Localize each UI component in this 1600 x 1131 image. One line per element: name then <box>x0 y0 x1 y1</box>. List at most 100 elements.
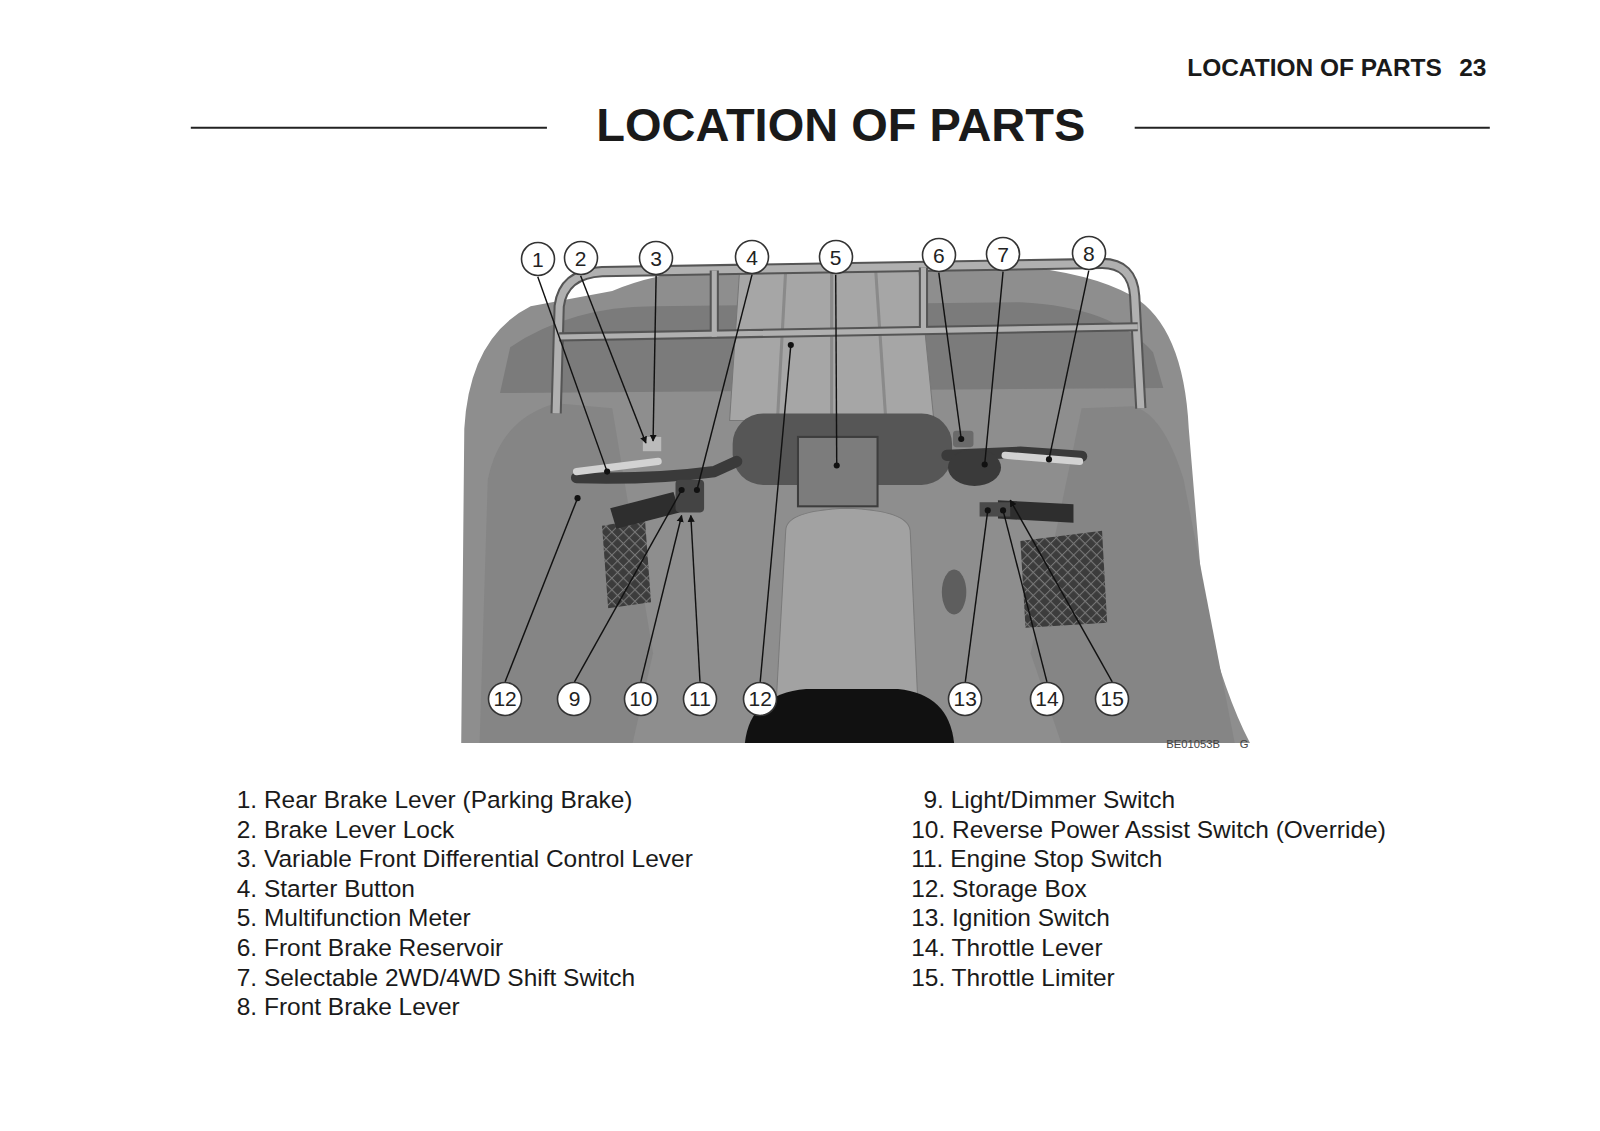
page-number: 23 <box>1459 56 1486 80</box>
callout-circle: 12 <box>487 681 523 717</box>
parts-list-item: 6. Front Brake Reservoir <box>237 936 504 960</box>
callout-number: 6 <box>921 237 957 273</box>
atv-body <box>461 263 1250 743</box>
leader-line <box>653 276 656 441</box>
rack-tube <box>556 263 1141 413</box>
callout-number: 14 <box>1029 681 1065 717</box>
rack-crossbar <box>559 268 1138 337</box>
callout-circle: 1 <box>520 241 556 277</box>
callout-circle: 2 <box>563 240 599 276</box>
callout-circle: 3 <box>638 240 674 276</box>
left-switch-housing <box>676 480 705 513</box>
rack-crossbar-outline <box>559 268 1138 337</box>
leader-line <box>985 272 1003 465</box>
leader-line <box>505 498 577 682</box>
callout-number: 8 <box>1071 235 1107 271</box>
leader-line <box>581 276 646 443</box>
rack-outline <box>556 263 1141 413</box>
callout-circle: 11 <box>682 681 718 717</box>
parts-list-item: 4. Starter Button <box>237 877 415 901</box>
callout-number: 3 <box>638 240 674 276</box>
leader-line <box>641 516 682 682</box>
leader-dot <box>694 487 700 493</box>
callout-circle: 8 <box>1071 235 1107 271</box>
parts-list-item: 10. Reverse Power Assist Switch (Overrid… <box>911 817 1386 841</box>
callout-number: 12 <box>487 681 523 717</box>
parts-list-item: 11. Engine Stop Switch <box>911 847 1162 871</box>
callout-number: 13 <box>947 681 983 717</box>
callout-circle: 15 <box>1094 681 1130 717</box>
front-brake-lever <box>1005 455 1079 461</box>
callout-circle: 5 <box>818 239 854 275</box>
page-title: LOCATION OF PARTS <box>596 101 1085 148</box>
deck-ribs <box>778 268 886 419</box>
callout-circle: 4 <box>734 239 770 275</box>
atv-illustration <box>461 263 1250 743</box>
parts-list-item: 8. Front Brake Lever <box>237 995 460 1019</box>
brake-reservoir <box>953 431 973 447</box>
leader-dot <box>1046 456 1052 462</box>
leader-line <box>697 275 752 490</box>
callout-circle: 6 <box>921 237 957 273</box>
leader-line <box>574 490 681 682</box>
leader-line <box>939 273 961 439</box>
leader-dot <box>958 436 964 442</box>
parts-list-item: 5. Multifunction Meter <box>237 906 471 930</box>
leader-dot <box>982 461 988 467</box>
leader-dot <box>574 495 580 501</box>
meter-screen <box>798 437 878 506</box>
brake-lever-lock <box>643 437 661 451</box>
leader-line <box>760 345 791 682</box>
callout-number: 2 <box>563 240 599 276</box>
parts-list-item: 14. Throttle Lever <box>911 936 1102 960</box>
leader-line <box>1003 510 1047 681</box>
callout-circle: 14 <box>1029 681 1065 717</box>
callout-number: 5 <box>818 239 854 275</box>
front-nose <box>776 508 919 714</box>
figure-code: BE01053B <box>1166 739 1220 750</box>
callout-circle: 10 <box>623 681 659 717</box>
leader-dots <box>574 342 1052 513</box>
center-deck <box>730 266 934 421</box>
figure-code: G <box>1240 739 1249 750</box>
parts-list-item: 7. Selectable 2WD/4WD Shift Switch <box>237 965 635 989</box>
callout-number: 15 <box>1094 681 1130 717</box>
callout-number: 10 <box>623 681 659 717</box>
left-grip <box>610 492 679 529</box>
running-header: LOCATION OF PARTS <box>1187 56 1442 80</box>
leader-line <box>538 277 607 472</box>
right-switch-housing <box>948 449 1001 486</box>
leader-lines <box>505 271 1112 682</box>
shift-lever <box>942 570 966 615</box>
parts-list-item: 2. Brake Lever Lock <box>237 817 455 841</box>
parts-list-item: 3. Variable Front Differential Control L… <box>237 847 693 871</box>
callout-number: 9 <box>556 681 592 717</box>
leader-dot <box>834 462 840 468</box>
header-rule <box>191 127 547 129</box>
callout-number: 11 <box>682 681 718 717</box>
callout-circle: 13 <box>947 681 983 717</box>
leader-dot <box>679 487 685 493</box>
leader-line <box>1010 500 1112 682</box>
leader-line <box>1049 271 1089 460</box>
storage-net <box>1020 531 1107 628</box>
callout-number: 4 <box>734 239 770 275</box>
parts-list-item: 9. Light/Dimmer Switch <box>923 788 1175 812</box>
handlebar-left <box>577 461 737 478</box>
storage-net <box>602 519 651 609</box>
parts-list-item: 13. Ignition Switch <box>911 906 1110 930</box>
parts-list-item: 15. Throttle Limiter <box>911 965 1115 989</box>
leader-dot <box>1000 507 1006 513</box>
callout-number: 7 <box>985 236 1021 272</box>
leader-line <box>965 510 987 681</box>
callout-circle: 12 <box>742 681 778 717</box>
callout-circle: 7 <box>985 236 1021 272</box>
leader-line <box>691 516 700 682</box>
callout-circle: 9 <box>556 681 592 717</box>
callout-number: 1 <box>520 241 556 277</box>
leader-dot <box>788 342 794 348</box>
header-rule <box>1135 127 1490 129</box>
parts-list-item: 12. Storage Box <box>911 877 1086 901</box>
parts-list-item: 1. Rear Brake Lever (Parking Brake) <box>237 788 633 812</box>
